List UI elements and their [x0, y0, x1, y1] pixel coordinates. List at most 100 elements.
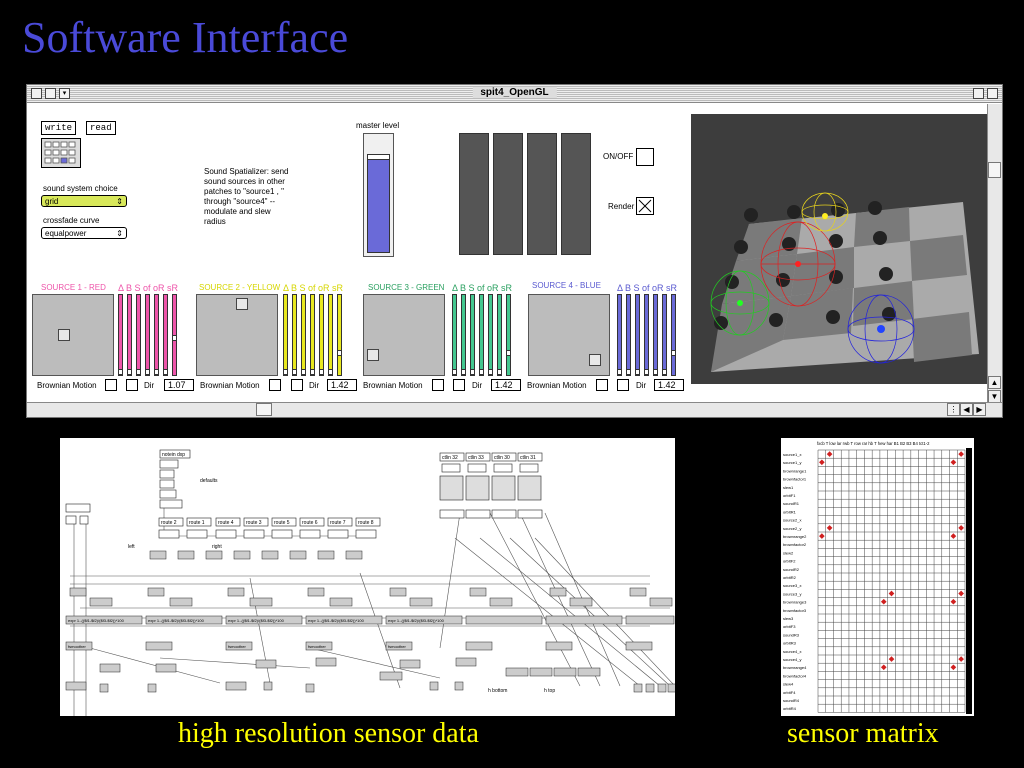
matrix-row-label: source1_x — [783, 452, 801, 457]
horizontal-scroll-thumb[interactable] — [256, 403, 272, 416]
source-2-number-box[interactable]: 1.42 — [327, 379, 357, 391]
patch-htop-label: h top — [544, 688, 555, 694]
level-meter-2 — [493, 133, 523, 255]
crossfade-menu[interactable]: equalpower⇕ — [41, 227, 127, 239]
source-1-dir-toggle[interactable] — [126, 379, 138, 391]
preset-grid[interactable] — [41, 138, 81, 168]
matrix-row-label: orbitF3 — [783, 624, 796, 629]
matrix-row-label: slew2 — [783, 550, 794, 555]
source-3-label: SOURCE 3 - GREEN — [368, 283, 445, 292]
matrix-row-label: orbitF1 — [783, 493, 796, 498]
source-4-position-pad[interactable] — [528, 294, 610, 376]
patch-ctlin-33: ctlin 33 — [468, 455, 484, 461]
source-2-position-pad[interactable] — [196, 294, 278, 376]
zoom-box-icon[interactable] — [973, 88, 984, 99]
source-1-position-pad[interactable] — [32, 294, 114, 376]
source-4-brownian-toggle[interactable] — [596, 379, 608, 391]
patch-expr-4: expr 1.-(($f1-$f2)/($f3-$f2))*100 — [308, 618, 365, 623]
matrix-connection-marker[interactable] — [950, 598, 957, 605]
matrix-row-label: soundR4 — [783, 698, 800, 703]
master-level-slider[interactable] — [363, 133, 394, 257]
matrix-connection-marker[interactable] — [950, 459, 957, 466]
source-4-dir-toggle[interactable] — [617, 379, 629, 391]
patch-notein-label: notein dxp — [162, 452, 185, 458]
patch-left-label: left — [128, 544, 135, 550]
description-comment: Sound Spatializer: send sound sources in… — [204, 167, 289, 226]
window-titlebar[interactable]: ▾ spit4_OpenGL — [27, 85, 1002, 103]
matrix-row-label: slew3 — [783, 616, 794, 621]
matrix-connection-marker[interactable] — [958, 525, 964, 531]
sensor-matrix: fxcb T low lar rwb T row rar hb T hew ha… — [781, 438, 974, 716]
matrix-row-label: source2_y — [783, 526, 801, 531]
matrix-connection-marker[interactable] — [888, 590, 895, 597]
patch-route-5: route 5 — [274, 520, 290, 526]
source-4-number-box[interactable]: 1.42 — [654, 379, 684, 391]
source-1-brownian-label: Brownian Motion — [37, 381, 97, 390]
caption-sensor-data: high resolution sensor data — [178, 718, 479, 749]
matrix-row-label: orbitR2 — [783, 575, 797, 580]
dropdown-box-icon[interactable]: ▾ — [59, 88, 70, 99]
source-1-label: SOURCE 1 - RED — [41, 283, 106, 292]
matrix-row-label: soundR2 — [783, 567, 800, 572]
windowshade-box-icon[interactable] — [987, 88, 998, 99]
matrix-row-label: slew4 — [783, 682, 794, 687]
source-2-label: SOURCE 2 - YELLOW — [199, 283, 281, 292]
vertical-scrollbar[interactable]: ▲ ▼ — [987, 104, 1002, 403]
master-level-fill — [367, 156, 390, 253]
patch-smoother-2: fsmoother — [228, 644, 246, 649]
matrix-connection-marker[interactable] — [950, 664, 957, 671]
matrix-connection-marker[interactable] — [950, 533, 957, 539]
source-2-dir-label: Dir — [309, 381, 320, 390]
matrix-row-label: orbitR3 — [783, 641, 797, 646]
source-1-brownian-toggle[interactable] — [105, 379, 117, 391]
matrix-connection-marker[interactable] — [958, 590, 964, 597]
matrix-connection-marker[interactable] — [958, 451, 964, 457]
patch-smoother-3: fsmoother — [308, 644, 326, 649]
scroll-grip-icon[interactable]: ⋮ — [947, 403, 960, 416]
source-4-label: SOURCE 4 - BLUE — [532, 281, 601, 290]
position-knob[interactable] — [589, 354, 601, 366]
collapse-box-icon[interactable] — [45, 88, 56, 99]
sound-system-value: grid — [45, 197, 59, 206]
source-3-dir-toggle[interactable] — [453, 379, 465, 391]
position-knob[interactable] — [58, 329, 70, 341]
matrix-connection-marker[interactable] — [826, 525, 833, 531]
source-2-brownian-toggle[interactable] — [269, 379, 281, 391]
menu-arrows-icon: ⇕ — [116, 197, 123, 206]
source-3-brownian-toggle[interactable] — [432, 379, 444, 391]
matrix-connection-marker[interactable] — [888, 656, 895, 662]
read-button[interactable]: read — [86, 121, 116, 135]
master-level-knob[interactable] — [367, 154, 390, 160]
sensor-data-patch: notein dxp defaults left right h bottom … — [60, 438, 675, 716]
matrix-connection-marker[interactable] — [819, 459, 825, 466]
write-button[interactable]: write — [41, 121, 77, 135]
sound-system-menu[interactable]: grid ⇕ — [41, 195, 127, 207]
matrix-connection-marker[interactable] — [826, 451, 833, 457]
matrix-connection-marker[interactable] — [819, 533, 825, 539]
patch-expr-2: expr 1.-(($f1-$f2)/($f3-$f2))*100 — [148, 618, 205, 623]
source-2-dir-toggle[interactable] — [291, 379, 303, 391]
position-knob[interactable] — [236, 298, 248, 310]
matrix-connection-marker[interactable] — [880, 664, 887, 671]
onoff-toggle[interactable] — [636, 148, 654, 166]
patch-expr-3: expr 1.-(($f1-$f2)/($f3-$f2))*100 — [228, 618, 285, 623]
matrix-connection-marker[interactable] — [958, 656, 964, 662]
render-toggle[interactable] — [636, 197, 654, 215]
matrix-row-label: slew1 — [783, 485, 794, 490]
vertical-scroll-thumb[interactable] — [988, 162, 1001, 178]
patch-right-label: right — [212, 544, 222, 550]
horizontal-scrollbar[interactable]: ⋮ ◀ ▶ — [27, 402, 1002, 417]
position-knob[interactable] — [367, 349, 379, 361]
close-box-icon[interactable] — [31, 88, 42, 99]
scroll-left-arrow-icon[interactable]: ◀ — [960, 403, 973, 416]
matrix-connection-marker[interactable] — [880, 598, 887, 605]
patch-expr-5: expr 1.-(($f1-$f2)/($f3-$f2))*100 — [388, 618, 445, 623]
source-4-brownian-label: Brownian Motion — [527, 381, 587, 390]
source-3-position-pad[interactable] — [363, 294, 445, 376]
source-1-number-box[interactable]: 1.07 — [164, 379, 194, 391]
scroll-right-arrow-icon[interactable]: ▶ — [973, 403, 986, 416]
scroll-up-arrow-icon[interactable]: ▲ — [988, 376, 1001, 389]
opengl-render-view[interactable] — [691, 114, 987, 384]
source-3-number-box[interactable]: 1.42 — [491, 379, 521, 391]
patch-smoother-4: fsmoother — [388, 644, 406, 649]
